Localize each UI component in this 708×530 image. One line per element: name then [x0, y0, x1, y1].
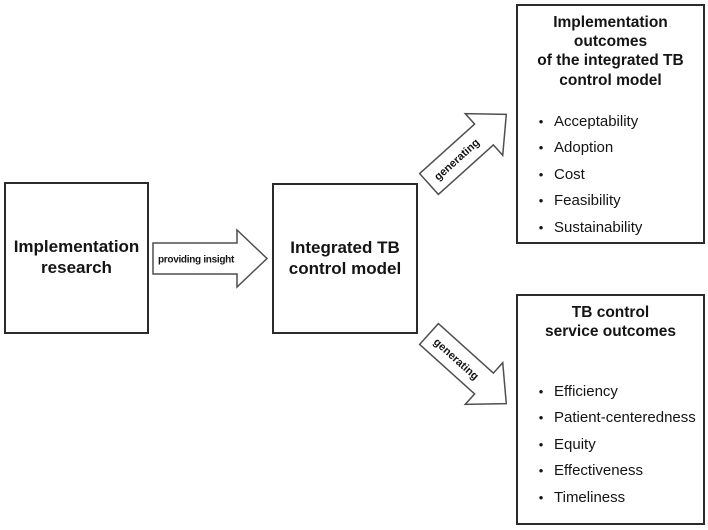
list-item-label: Cost: [554, 165, 585, 183]
integrated-tb-control-model-box: Integrated TB control model: [272, 183, 418, 334]
service-outcomes-list: • Efficiency • Patient-centeredness • Eq…: [528, 378, 699, 511]
list-item-label: Effectiveness: [554, 462, 643, 480]
implementation-research-label: Implementation research: [14, 237, 140, 278]
list-item: • Acceptability: [528, 108, 699, 135]
providing-insight-arrow-label: providing insight: [158, 255, 235, 266]
list-item-label: Feasibility: [554, 192, 621, 210]
implementation-outcomes-title-line-2: outcomes: [573, 33, 648, 51]
list-item: • Efficiency: [528, 378, 699, 405]
list-item-label: Equity: [554, 435, 596, 453]
bullet-icon: •: [538, 410, 544, 426]
list-item-label: Adoption: [554, 139, 614, 157]
implementation-outcomes-box: Implementation outcomes of the integrate…: [516, 4, 705, 244]
list-item: • Cost: [528, 161, 699, 188]
bullet-icon: •: [538, 383, 544, 399]
bullet-icon: •: [538, 436, 544, 452]
list-item-label: Timeliness: [554, 488, 626, 506]
tb-control-service-outcomes-box: TB control service outcomes • Efficiency…: [516, 294, 705, 525]
implementation-outcomes-title-line-3: of the integrated TB: [537, 52, 684, 70]
generating-arrow-top-shape: [418, 112, 508, 196]
implementation-outcomes-title: Implementation outcomes of the integrate…: [518, 6, 703, 90]
bullet-icon: •: [538, 489, 544, 505]
list-item: • Feasibility: [528, 188, 699, 215]
list-item: • Sustainability: [528, 214, 699, 241]
providing-insight-arrow-shape: [152, 228, 269, 289]
bullet-icon: •: [538, 113, 544, 129]
list-item-label: Patient-centeredness: [554, 409, 696, 427]
list-item: • Patient-centeredness: [528, 405, 699, 432]
integrated-model-line-2: control model: [288, 258, 402, 278]
list-item: • Effectiveness: [528, 458, 699, 485]
implementation-outcomes-title-line-4: control model: [559, 71, 662, 89]
bullet-icon: •: [538, 219, 544, 235]
list-item-label: Acceptability: [554, 112, 639, 130]
service-outcomes-title-line-2: service outcomes: [545, 323, 676, 341]
list-item: • Timeliness: [528, 484, 699, 511]
implementation-outcomes-list: • Acceptability • Adoption • Cost • Feas…: [528, 108, 699, 241]
list-item-label: Efficiency: [554, 382, 618, 400]
bullet-icon: •: [538, 166, 544, 182]
providing-insight-arrow: providing insight: [152, 228, 269, 289]
bullet-icon: •: [538, 140, 544, 156]
list-item-label: Sustainability: [554, 218, 643, 236]
service-outcomes-title-line-1: TB control: [571, 304, 650, 321]
service-outcomes-title: TB control service outcomes: [518, 296, 703, 341]
implementation-research-line-2: research: [41, 258, 112, 277]
implementation-research-box: Implementation research: [4, 182, 149, 334]
integrated-model-line-1: Integrated TB: [290, 237, 400, 257]
bullet-icon: •: [538, 463, 544, 479]
implementation-research-line-1: Implementation: [13, 237, 140, 257]
generating-arrow-top: generating: [418, 112, 508, 196]
generating-arrow-bottom: generating: [418, 322, 508, 406]
integrated-model-label: Integrated TB control model: [289, 238, 401, 279]
list-item: • Adoption: [528, 135, 699, 162]
bullet-icon: •: [538, 193, 544, 209]
generating-arrow-bottom-shape: [418, 322, 508, 406]
implementation-outcomes-title-line-1: Implementation: [553, 14, 668, 31]
list-item: • Equity: [528, 431, 699, 458]
